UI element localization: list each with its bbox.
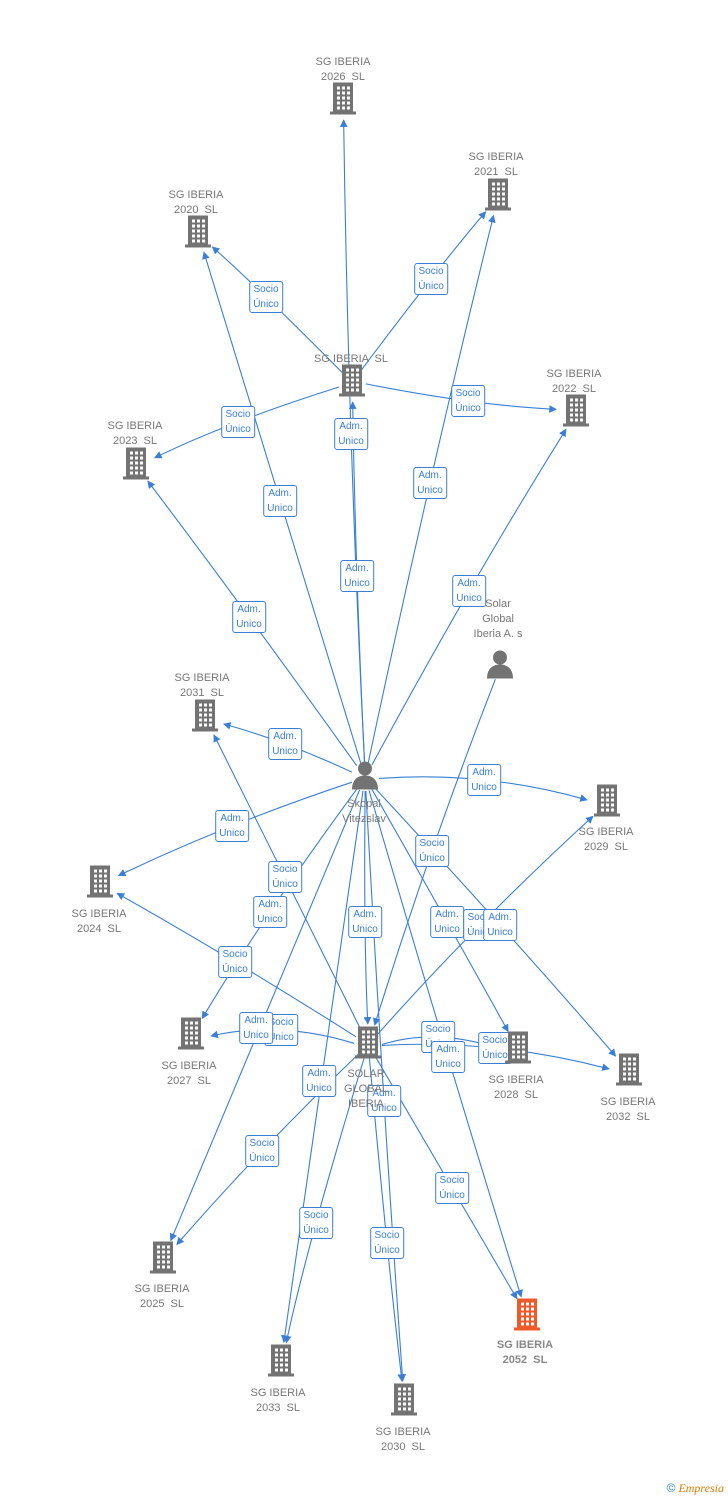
edge-label: Adm. Unico [253, 896, 287, 928]
edge-label: Socio Único [451, 385, 485, 417]
edge-label: Adm. Unico [340, 560, 374, 592]
building-icon[interactable] [514, 1297, 540, 1336]
node-label-n2052[interactable]: SG IBERIA 2052 SL [496, 1339, 554, 1366]
building-icon[interactable] [330, 81, 356, 120]
node-label-nsgsl[interactable]: SG IBERIA SL [314, 353, 388, 365]
person-icon[interactable] [350, 760, 380, 795]
edge-label: Socio Único [435, 1172, 469, 1204]
edge-label: Socio Único [370, 1227, 404, 1259]
edge-label: Socio Único [414, 263, 448, 295]
edge-label: Socio Único [415, 835, 449, 867]
edge-label: Socio Único [221, 406, 255, 438]
building-icon[interactable] [594, 783, 620, 822]
node-label-n2028[interactable]: SG IBERIA 2028 SL [488, 1074, 544, 1101]
edge-label: Adm. Unico [430, 906, 464, 938]
node-label-n2033[interactable]: SG IBERIA 2033 SL [250, 1387, 306, 1414]
node-label-n2025[interactable]: SG IBERIA 2025 SL [134, 1283, 190, 1310]
edge-label: Socio Único [245, 1135, 279, 1167]
node-label-n2026[interactable]: SG IBERIA 2026 SL [315, 56, 371, 83]
edge-label: Adm. Unico [413, 467, 447, 499]
building-icon[interactable] [485, 177, 511, 216]
building-icon[interactable] [87, 864, 113, 903]
edge-label: Socio Único [478, 1032, 512, 1064]
edge-label: Adm. Unico [452, 575, 486, 607]
node-label-nsolarglobalib[interactable]: SOLAR GLOBAL IBERIA [343, 1068, 389, 1110]
node-label-nsolarglobal[interactable]: Solar Global Iberia A. s [473, 598, 523, 640]
node-label-nskopal[interactable]: Skopal Vitezslav [342, 798, 386, 825]
node-label-n2021[interactable]: SG IBERIA 2021 SL [468, 151, 524, 178]
copyright-symbol: © [666, 1481, 676, 1495]
building-icon[interactable] [339, 363, 365, 402]
edge-label: Socio Único [268, 861, 302, 893]
edge-label: Adm. Unico [367, 1085, 401, 1117]
edge-label: Adm. Unico [215, 810, 249, 842]
building-icon[interactable] [563, 393, 589, 432]
node-label-n2027[interactable]: SG IBERIA 2027 SL [161, 1060, 217, 1087]
edge-label: Socio Único [218, 946, 252, 978]
edge-label: Adm. Unico [467, 764, 501, 796]
building-icon[interactable] [355, 1025, 381, 1064]
person-icon[interactable] [485, 649, 515, 684]
edge-label: Adm. Unico [232, 601, 266, 633]
edge-label: Adm. Unico [302, 1065, 336, 1097]
node-label-n2023[interactable]: SG IBERIA 2023 SL [107, 420, 163, 447]
edge-label: Socio Único [299, 1207, 333, 1239]
edge-label: Adm. Unico [334, 418, 368, 450]
building-icon[interactable] [268, 1343, 294, 1382]
brand-watermark: © Empresia [667, 1481, 724, 1496]
building-icon[interactable] [123, 446, 149, 485]
brand-name: Empresia [678, 1481, 724, 1495]
edge-label: Adm. Unico [348, 906, 382, 938]
edge-label: Socio Único [249, 281, 283, 313]
edge-label: Adm. Unico [431, 1041, 465, 1073]
building-icon[interactable] [185, 214, 211, 253]
edges-layer [116, 119, 617, 1382]
building-icon[interactable] [616, 1052, 642, 1091]
building-icon[interactable] [178, 1016, 204, 1055]
node-label-n2031[interactable]: SG IBERIA 2031 SL [174, 672, 230, 699]
building-icon[interactable] [505, 1030, 531, 1069]
building-icon[interactable] [192, 698, 218, 737]
building-icon[interactable] [150, 1240, 176, 1279]
building-icon[interactable] [391, 1382, 417, 1421]
edge-label: Adm. Unico [239, 1012, 273, 1044]
node-label-n2032[interactable]: SG IBERIA 2032 SL [600, 1096, 656, 1123]
node-label-n2024[interactable]: SG IBERIA 2024 SL [71, 908, 127, 935]
node-label-n2029[interactable]: SG IBERIA 2029 SL [578, 826, 634, 853]
node-label-n2022[interactable]: SG IBERIA 2022 SL [546, 368, 602, 395]
node-label-n2030[interactable]: SG IBERIA 2030 SL [375, 1426, 431, 1453]
edge-label: Adm. Unico [268, 728, 302, 760]
edge-label: Adm. Unico [483, 909, 517, 941]
edge-label: Adm. Unico [263, 485, 297, 517]
node-label-n2020[interactable]: SG IBERIA 2020 SL [168, 189, 224, 216]
